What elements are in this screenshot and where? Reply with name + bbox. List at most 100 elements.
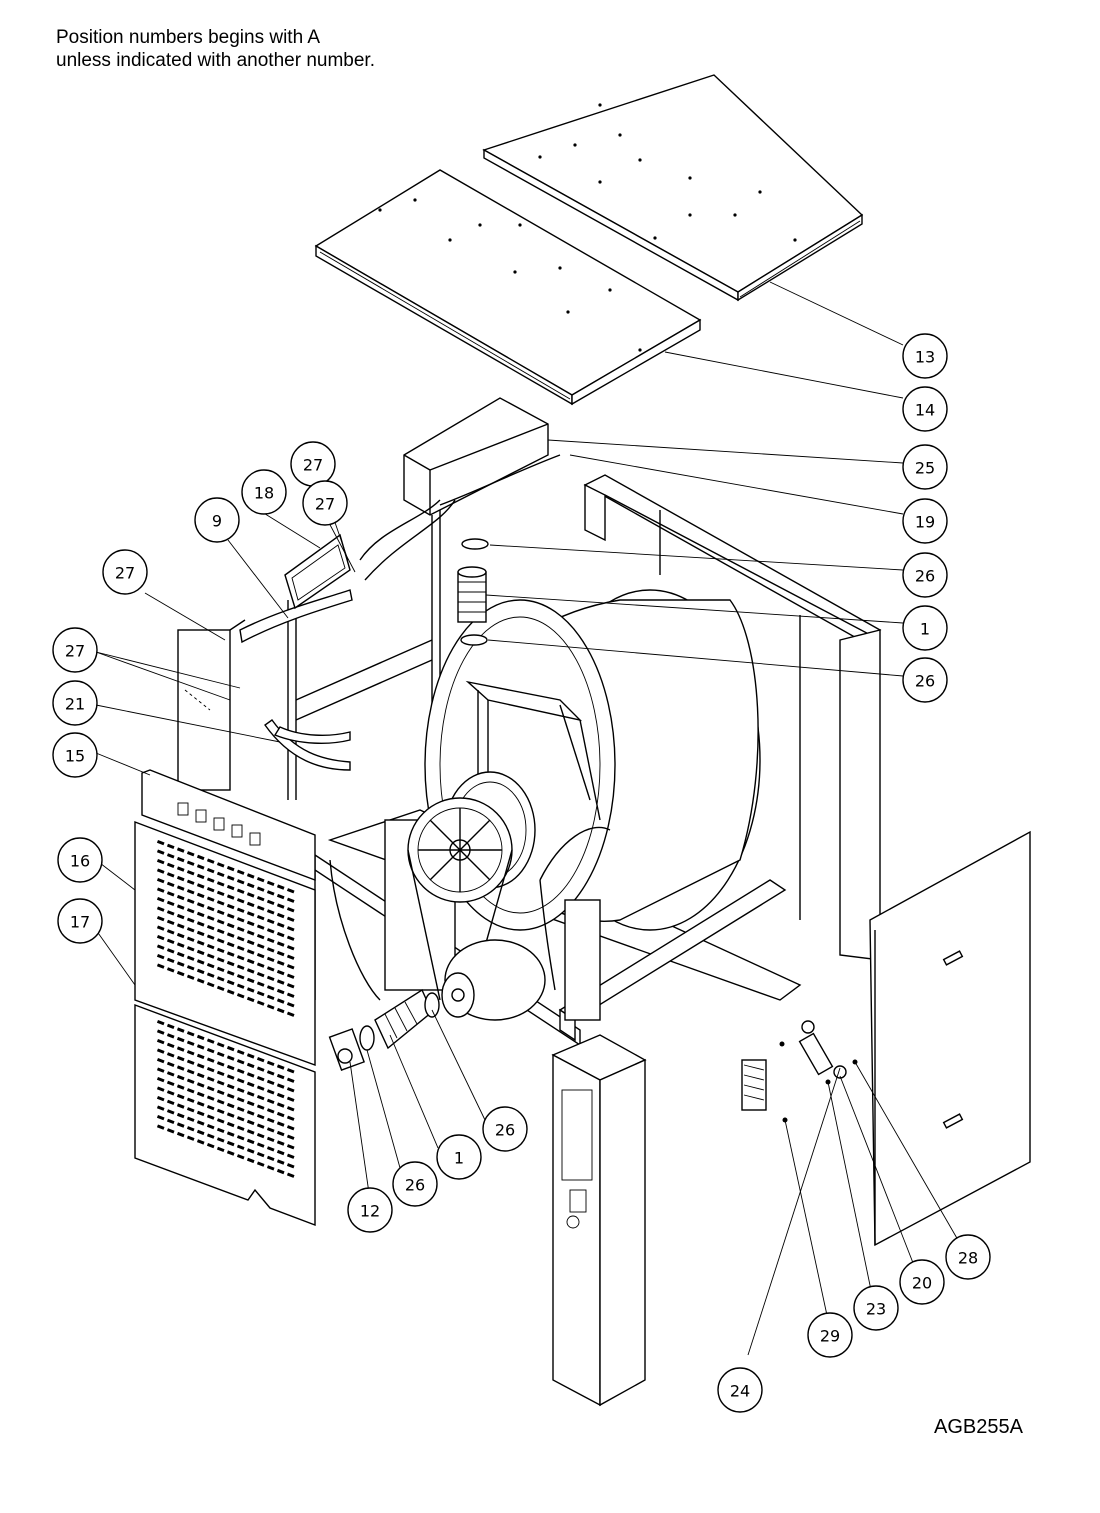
vent-slot <box>246 930 255 936</box>
vent-slot <box>186 879 195 885</box>
vent-slot <box>286 1087 295 1093</box>
vent-slot <box>266 975 275 982</box>
vent-slot <box>196 1101 205 1107</box>
vent-slot <box>176 1112 185 1119</box>
svg-text:28: 28 <box>958 1249 978 1268</box>
vent-slot <box>266 985 275 991</box>
vent-slot <box>276 1149 285 1156</box>
vent-slot <box>166 1099 175 1106</box>
vent-slot <box>226 960 235 967</box>
vent-slot <box>166 1080 175 1087</box>
vent-slot <box>206 963 215 969</box>
vent-slot <box>236 1068 245 1074</box>
vent-slot <box>216 1070 225 1077</box>
vent-slot <box>286 935 295 941</box>
vent-slot <box>236 1144 245 1150</box>
vent-slot <box>246 1148 255 1154</box>
vent-slot <box>246 1157 255 1164</box>
vent-slot <box>196 1129 205 1136</box>
suspension-parts <box>741 1020 858 1123</box>
vent-slot <box>286 1163 295 1169</box>
vent-slot <box>266 1155 275 1162</box>
vent-slot <box>256 972 265 978</box>
vent-slot <box>176 932 185 939</box>
vent-slot <box>186 1040 195 1046</box>
vent-slot <box>266 1079 275 1086</box>
vent-slot <box>286 916 295 922</box>
vent-slot <box>256 905 265 911</box>
balloon-16: 16 <box>57 837 103 883</box>
vent-slot <box>156 1077 165 1083</box>
vent-slot <box>156 1039 165 1045</box>
vent-slot <box>186 860 195 866</box>
vent-slot <box>236 1049 245 1055</box>
vent-slot <box>176 913 185 920</box>
vent-slot <box>246 939 255 946</box>
vent-slot <box>166 938 175 945</box>
vent-slot <box>216 909 225 916</box>
vent-slot <box>216 1118 225 1124</box>
vent-slot <box>206 934 215 940</box>
vent-slot <box>186 917 195 923</box>
vent-slot <box>266 994 275 1001</box>
balloon-9: 9 <box>194 497 240 543</box>
vent-slot <box>226 884 235 891</box>
vent-slot <box>156 887 165 893</box>
vent-slot <box>256 886 265 892</box>
vent-slot <box>186 851 195 857</box>
vent-slot <box>276 1130 285 1137</box>
vent-slot <box>216 976 225 982</box>
top-panel-14 <box>314 169 702 406</box>
vent-slot <box>176 1084 185 1090</box>
vent-slot <box>206 1038 215 1044</box>
vent-slot <box>276 1159 285 1165</box>
vent-slot <box>276 950 285 957</box>
vent-slot <box>176 856 185 863</box>
vent-slot <box>246 949 255 955</box>
vent-slot <box>256 1161 265 1167</box>
vent-slot <box>276 1083 285 1089</box>
vent-slot <box>156 916 165 922</box>
vent-slot <box>176 1065 185 1071</box>
vent-slot <box>256 943 265 949</box>
note-line-2: unless indicated with another number. <box>56 50 375 71</box>
vent-slot <box>156 963 165 969</box>
vent-slot <box>216 1061 225 1067</box>
vent-slot <box>206 1047 215 1054</box>
vent-slot <box>196 1139 205 1145</box>
vent-slot <box>276 1073 285 1080</box>
vent-slot <box>206 944 215 950</box>
vent-slot <box>286 888 295 894</box>
vent-slot <box>256 1104 265 1110</box>
part-18-plate <box>284 533 351 610</box>
vent-slot <box>256 1066 265 1072</box>
vent-slot <box>276 1168 285 1175</box>
vent-slot <box>186 1069 195 1075</box>
balloon-26-a: 26 <box>902 552 948 598</box>
vent-slot <box>166 967 175 973</box>
vent-slot <box>186 908 195 914</box>
vent-slot <box>206 1104 215 1111</box>
vent-slot <box>226 913 235 919</box>
vent-slot <box>206 925 215 931</box>
vent-slot <box>266 880 275 887</box>
vent-slot <box>286 1077 295 1083</box>
vent-slot <box>206 1133 215 1139</box>
vent-slot <box>286 945 295 951</box>
vent-slot <box>156 840 165 846</box>
vent-slot <box>196 968 205 975</box>
side-panel-right <box>869 830 1031 1247</box>
vent-slot <box>196 1091 205 1098</box>
vent-slot <box>286 964 295 970</box>
vent-slot <box>186 936 195 942</box>
vent-slot <box>256 1142 265 1148</box>
vent-slot <box>226 1121 235 1128</box>
svg-text:24: 24 <box>730 1382 750 1401</box>
vent-slot <box>276 1121 285 1127</box>
position-balloons: 13 14 25 19 26 1 26 27 18 27 9 27 27 21 … <box>52 333 991 1413</box>
vent-slot <box>206 953 215 959</box>
vent-slot <box>216 947 225 954</box>
vent-slot <box>266 1089 275 1095</box>
vent-slot <box>156 1020 165 1026</box>
